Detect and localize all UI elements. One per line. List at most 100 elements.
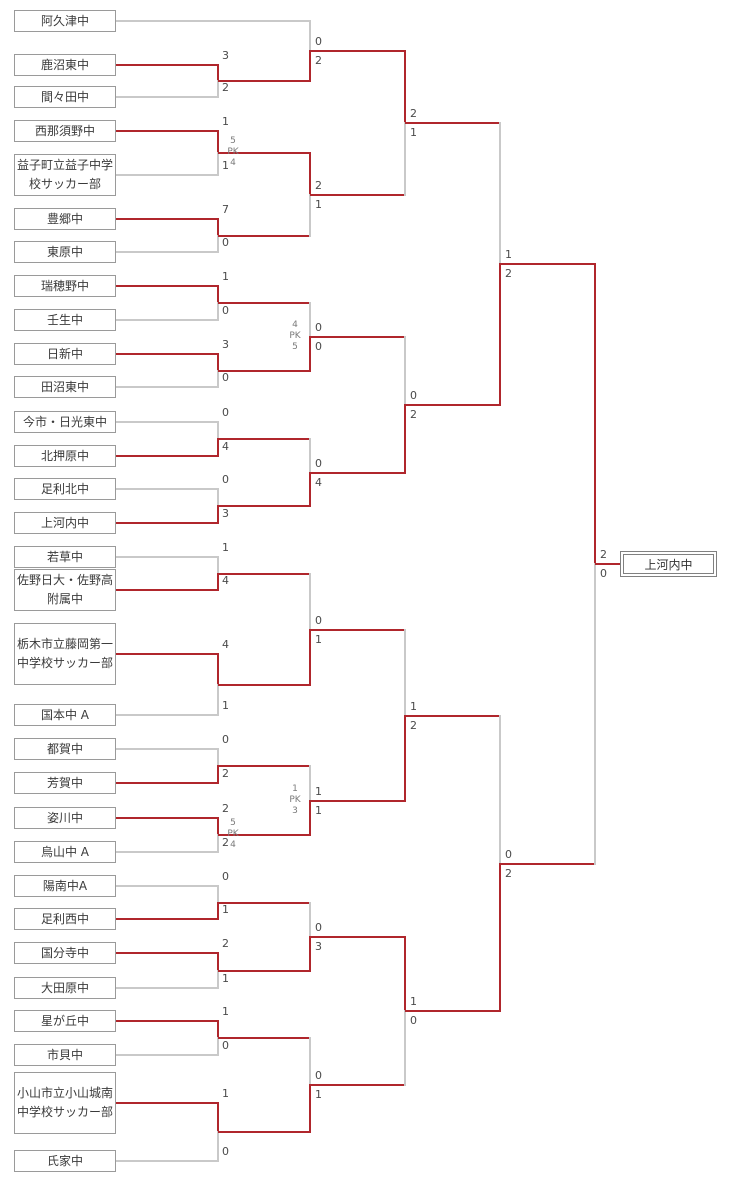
bracket-line bbox=[217, 817, 219, 836]
bracket-line bbox=[217, 80, 219, 98]
bracket-line bbox=[217, 130, 219, 154]
bracket-line bbox=[116, 1020, 218, 1022]
bracket-line bbox=[116, 522, 218, 524]
pk-result-line: PK bbox=[227, 147, 239, 157]
bracket-line bbox=[116, 782, 218, 784]
bracket-line bbox=[116, 589, 218, 591]
team-box: 足利北中 bbox=[14, 478, 116, 500]
bracket-line bbox=[309, 573, 311, 631]
bracket-line bbox=[404, 936, 406, 1012]
match-score: 1 bbox=[410, 126, 417, 139]
bracket-line bbox=[404, 336, 406, 406]
bracket-line bbox=[309, 765, 311, 802]
bracket-line bbox=[116, 1054, 218, 1056]
team-box: 今市・日光東中 bbox=[14, 411, 116, 433]
bracket-line bbox=[217, 556, 219, 575]
bracket-line bbox=[116, 987, 218, 989]
match-score: 3 bbox=[222, 49, 229, 62]
bracket-line bbox=[217, 438, 219, 457]
team-box: 栃木市立藤岡第一中学校サッカー部 bbox=[14, 623, 116, 685]
bracket-line bbox=[310, 50, 405, 52]
team-box: 東原中 bbox=[14, 241, 116, 263]
bracket-line bbox=[217, 64, 219, 82]
bracket-line bbox=[310, 472, 405, 474]
bracket-line bbox=[218, 1037, 310, 1039]
match-score: 3 bbox=[222, 507, 229, 520]
match-score: 0 bbox=[410, 1014, 417, 1027]
bracket-line bbox=[217, 235, 219, 253]
bracket-line bbox=[116, 421, 218, 423]
match-score: 1 bbox=[222, 1005, 229, 1018]
pk-result-line: 4 bbox=[230, 158, 236, 168]
match-score: 0 bbox=[222, 1039, 229, 1052]
team-box: 田沼東中 bbox=[14, 376, 116, 398]
bracket-line bbox=[217, 970, 219, 989]
bracket-line bbox=[218, 80, 310, 82]
bracket-line bbox=[595, 563, 620, 565]
pk-result-line: PK bbox=[227, 829, 239, 839]
bracket-line bbox=[116, 96, 218, 98]
bracket-line bbox=[116, 386, 218, 388]
pk-result-line: 5 bbox=[292, 342, 298, 352]
team-box: 壬生中 bbox=[14, 309, 116, 331]
bracket-line bbox=[217, 302, 219, 321]
match-score: 0 bbox=[222, 371, 229, 384]
team-box: 佐野日大・佐野高附属中 bbox=[14, 569, 116, 611]
match-score: 2 bbox=[505, 867, 512, 880]
bracket-line bbox=[217, 885, 219, 904]
bracket-line bbox=[499, 715, 501, 865]
match-score: 2 bbox=[222, 767, 229, 780]
pk-result-line: PK bbox=[289, 331, 301, 341]
team-box: 国分寺中 bbox=[14, 942, 116, 964]
bracket-line bbox=[310, 1084, 405, 1086]
match-score: 0 bbox=[410, 389, 417, 402]
match-score: 1 bbox=[410, 700, 417, 713]
bracket-line bbox=[116, 653, 218, 655]
bracket-line bbox=[500, 863, 595, 865]
team-box: 国本中 A bbox=[14, 704, 116, 726]
match-score: 0 bbox=[315, 321, 322, 334]
bracket-line bbox=[217, 834, 219, 853]
bracket-line bbox=[116, 20, 310, 22]
team-box: 間々田中 bbox=[14, 86, 116, 108]
team-box: 上河内中 bbox=[14, 512, 116, 534]
match-score: 1 bbox=[222, 1087, 229, 1100]
match-score: 2 bbox=[222, 937, 229, 950]
champion-name: 上河内中 bbox=[623, 554, 714, 574]
bracket-line bbox=[309, 800, 311, 836]
bracket-line bbox=[217, 353, 219, 372]
bracket-line bbox=[310, 336, 405, 338]
match-score: 1 bbox=[315, 1088, 322, 1101]
bracket-line bbox=[310, 800, 405, 802]
bracket-line bbox=[217, 218, 219, 237]
bracket-line bbox=[404, 50, 406, 124]
bracket-line bbox=[499, 863, 501, 1012]
team-box: 烏山中 A bbox=[14, 841, 116, 863]
match-score: 2 bbox=[222, 81, 229, 94]
bracket-line bbox=[217, 370, 219, 388]
bracket-line bbox=[116, 251, 218, 253]
match-score: 1 bbox=[222, 270, 229, 283]
bracket-line bbox=[310, 629, 405, 631]
team-box: 豊郷中 bbox=[14, 208, 116, 230]
bracket-line bbox=[217, 505, 219, 524]
bracket-line bbox=[116, 64, 218, 66]
bracket-line bbox=[218, 765, 310, 767]
team-box: 星が丘中 bbox=[14, 1010, 116, 1032]
bracket-line bbox=[218, 1131, 310, 1133]
bracket-line bbox=[218, 684, 310, 686]
match-score: 0 bbox=[315, 921, 322, 934]
pk-result-line: 3 bbox=[292, 806, 298, 816]
bracket-line bbox=[217, 152, 219, 176]
match-score: 1 bbox=[315, 804, 322, 817]
bracket-line bbox=[116, 353, 218, 355]
match-score: 3 bbox=[222, 338, 229, 351]
match-score: 4 bbox=[222, 440, 229, 453]
bracket-line bbox=[405, 122, 500, 124]
bracket-line bbox=[218, 235, 310, 237]
match-score: 2 bbox=[410, 719, 417, 732]
bracket-line bbox=[217, 488, 219, 507]
bracket-line bbox=[404, 1010, 406, 1086]
